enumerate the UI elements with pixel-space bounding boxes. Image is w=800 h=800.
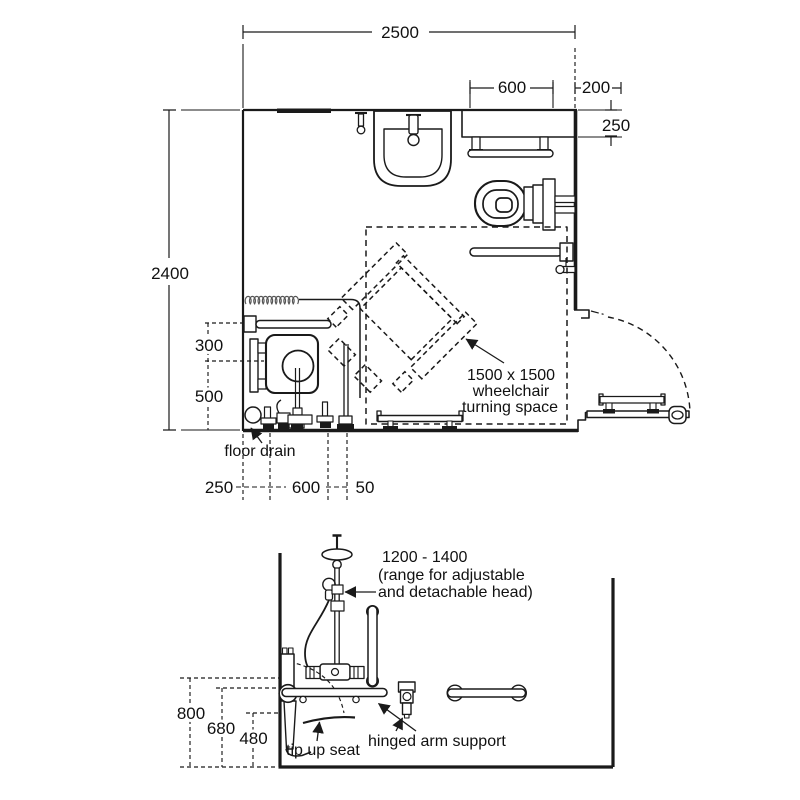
tip-up-seat (278, 647, 388, 757)
head-range-note-1: (range for adjustable (378, 567, 525, 584)
shelf-and-towel-rail (467, 136, 554, 158)
shower-curtain (244, 295, 361, 398)
shower-column (304, 534, 365, 681)
dim-label-480: 480 (239, 729, 267, 748)
hinged-arm-arrow-left (377, 702, 417, 732)
wheelchair-outline (326, 241, 479, 394)
floor-plan: 2500 2400 600 200 250 (151, 23, 691, 500)
overhead-shower-head (321, 548, 353, 561)
hinged-arm-down (281, 687, 388, 698)
turning-space-label-3: turning space (462, 399, 558, 416)
towel-rail (467, 149, 554, 158)
dim-label-250-right: 250 (602, 116, 630, 135)
wheelchair-turning-space: 1500 x 1500 wheelchair turning space (326, 226, 568, 425)
dim-label-200: 200 (582, 78, 610, 97)
floor-drain (244, 406, 262, 424)
tip-up-seat-label: tip up seat (286, 742, 360, 759)
dim-left-offsets: 300 500 (192, 322, 264, 430)
dim-label-500: 500 (195, 387, 223, 406)
shelf-recess (461, 110, 576, 138)
tip-up-seat-arrow (312, 721, 324, 742)
turning-space-label-1: 1500 x 1500 (467, 367, 555, 384)
hinged-arm-label: hinged arm support (368, 733, 506, 750)
floor-drain-label: floor drain (224, 443, 295, 460)
door-swing-arc (607, 316, 691, 413)
vertical-pole (343, 344, 349, 418)
dim-label-800: 800 (177, 704, 205, 723)
dim-label-600-bottom: 600 (292, 478, 320, 497)
dim-label-2400: 2400 (151, 264, 189, 283)
dim-label-680: 680 (207, 719, 235, 738)
dim-label-250-bottom: 250 (205, 478, 233, 497)
head-range-annotation: 1200 - 1400 (range for adjustable and de… (344, 549, 533, 601)
elevation-labels: tip up seat hinged arm support (286, 702, 506, 759)
dim-label-300: 300 (195, 336, 223, 355)
elevation-walls (278, 553, 615, 769)
door-leaf (586, 410, 690, 419)
turning-space-label-2: wheelchair (472, 383, 550, 400)
dim-heights: 800 680 480 (174, 677, 280, 768)
floor-drain-arrow (250, 427, 263, 444)
head-range-value: 1200 - 1400 (382, 549, 468, 566)
curtain-track (299, 298, 361, 398)
left-wall-grab-rail (243, 315, 332, 333)
hinged-arm-folded (397, 681, 416, 719)
turning-space-arrow (465, 338, 505, 364)
dim-bottom: 250 600 50 floor drain (205, 427, 375, 500)
dim-2400: 2400 (151, 109, 240, 431)
shower-seat-plan (249, 333, 320, 429)
dim-label-50: 50 (356, 478, 375, 497)
toilet-roll-holder (562, 265, 576, 274)
elevation-view: 1200 - 1400 (range for adjustable and de… (174, 534, 615, 769)
door (586, 310, 691, 425)
basin (355, 110, 452, 187)
toilet (473, 178, 576, 231)
shower-controls-plan (260, 344, 354, 429)
seat-plank (302, 715, 356, 725)
horizontal-grab-bar (446, 684, 528, 702)
dim-2500: 2500 (242, 23, 576, 108)
dim-label-2500: 2500 (381, 23, 419, 42)
door-handle (668, 405, 687, 425)
vertical-grab-bar (366, 605, 380, 688)
shower-hose (304, 599, 330, 675)
hinged-arm-arrow-right (392, 717, 404, 732)
dim-label-600: 600 (498, 78, 526, 97)
head-range-note-2: and detachable head) (378, 584, 533, 601)
door-pull-rail (599, 395, 665, 404)
dim-shelf: 600 200 250 (469, 78, 633, 146)
right-wall-grab-rail (469, 242, 576, 275)
wall-bench-plan (376, 410, 464, 431)
